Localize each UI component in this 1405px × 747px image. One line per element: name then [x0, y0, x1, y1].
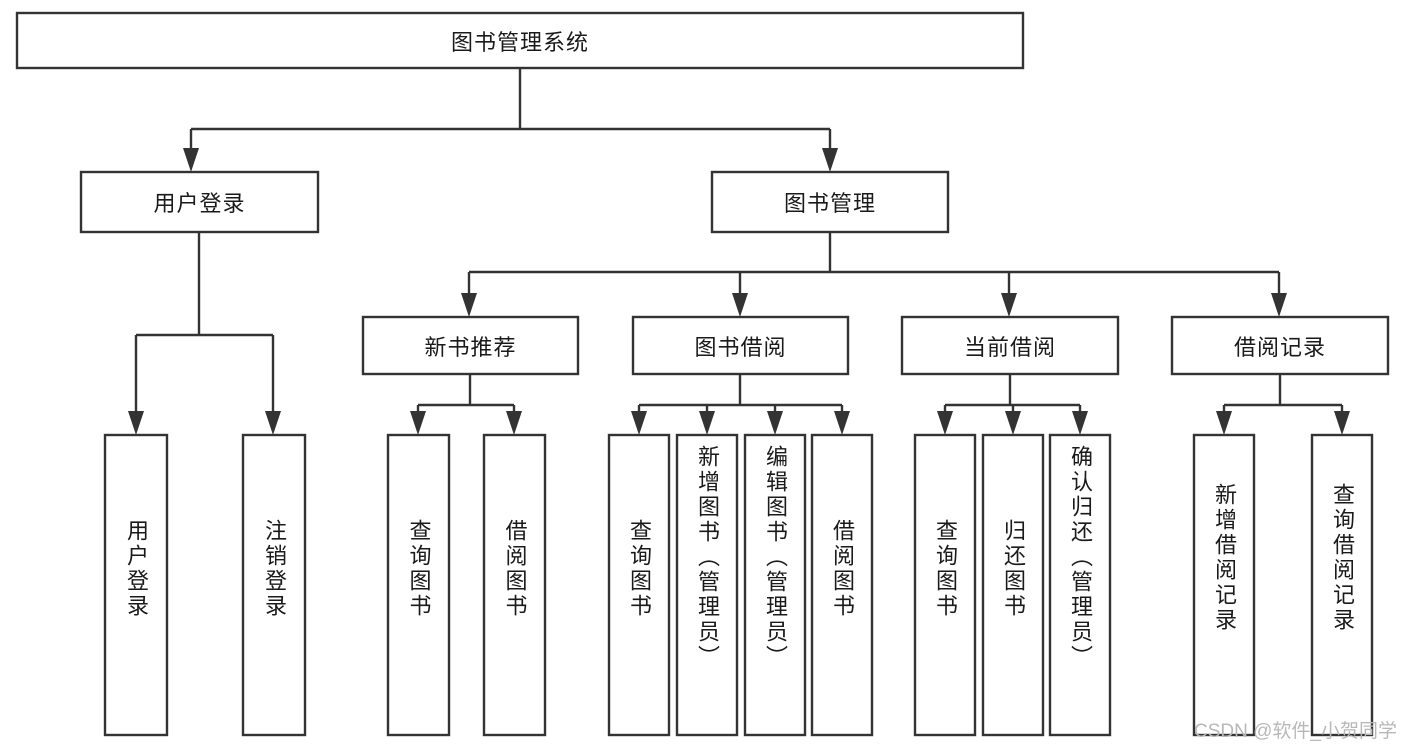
arrow-book-l3-2	[732, 293, 748, 317]
arrow-user-leaf-1	[128, 411, 144, 435]
node-user-login-box[interactable]	[79, 170, 320, 234]
node-root-box[interactable]	[15, 11, 1025, 70]
leaf-box-newbook-1[interactable]	[386, 433, 451, 737]
arrow-borrowrecord-leaf-2	[1334, 411, 1350, 435]
leaf-box-bookborrow-4[interactable]	[810, 433, 874, 737]
arrow-root-to-book	[822, 148, 838, 172]
leaf-box-bookborrow-1[interactable]	[607, 433, 671, 737]
arrow-book-l3-4	[1271, 293, 1287, 317]
node-borrow-record-box[interactable]	[1170, 315, 1390, 376]
arrow-user-leaf-2	[265, 411, 281, 435]
arrow-bookborrow-leaf-2	[699, 411, 715, 435]
leaf-box-user-login-2[interactable]	[241, 433, 307, 737]
arrow-currentborrow-leaf-2	[1005, 411, 1021, 435]
arrow-book-l3-1	[461, 293, 477, 317]
arrow-bookborrow-leaf-3	[767, 411, 783, 435]
arrow-bookborrow-leaf-1	[631, 411, 647, 435]
leaf-box-newbook-2[interactable]	[482, 433, 547, 737]
arrow-newbook-leaf-1	[410, 411, 426, 435]
leaf-box-borrowrecord-2[interactable]	[1310, 433, 1374, 737]
arrow-currentborrow-leaf-3	[1072, 411, 1088, 435]
leaf-box-currentborrow-3[interactable]	[1048, 433, 1112, 737]
arrow-currentborrow-leaf-1	[937, 411, 953, 435]
arrow-borrowrecord-leaf-1	[1216, 411, 1232, 435]
leaf-box-user-login-1[interactable]	[103, 433, 169, 737]
leaf-box-currentborrow-2[interactable]	[981, 433, 1045, 737]
leaf-box-bookborrow-2[interactable]	[675, 433, 739, 737]
leaf-box-bookborrow-3[interactable]	[743, 433, 807, 737]
leaf-box-borrowrecord-1[interactable]	[1192, 433, 1256, 737]
arrow-bookborrow-leaf-4	[834, 411, 850, 435]
node-new-book-box[interactable]	[361, 315, 580, 376]
arrow-root-to-user	[183, 148, 199, 172]
arrow-newbook-leaf-2	[506, 411, 522, 435]
node-current-borrow-box[interactable]	[900, 315, 1120, 376]
node-book-manage-box[interactable]	[710, 170, 950, 234]
arrow-book-l3-3	[1001, 293, 1017, 317]
node-book-borrow-box[interactable]	[631, 315, 850, 376]
leaf-box-currentborrow-1[interactable]	[913, 433, 977, 737]
